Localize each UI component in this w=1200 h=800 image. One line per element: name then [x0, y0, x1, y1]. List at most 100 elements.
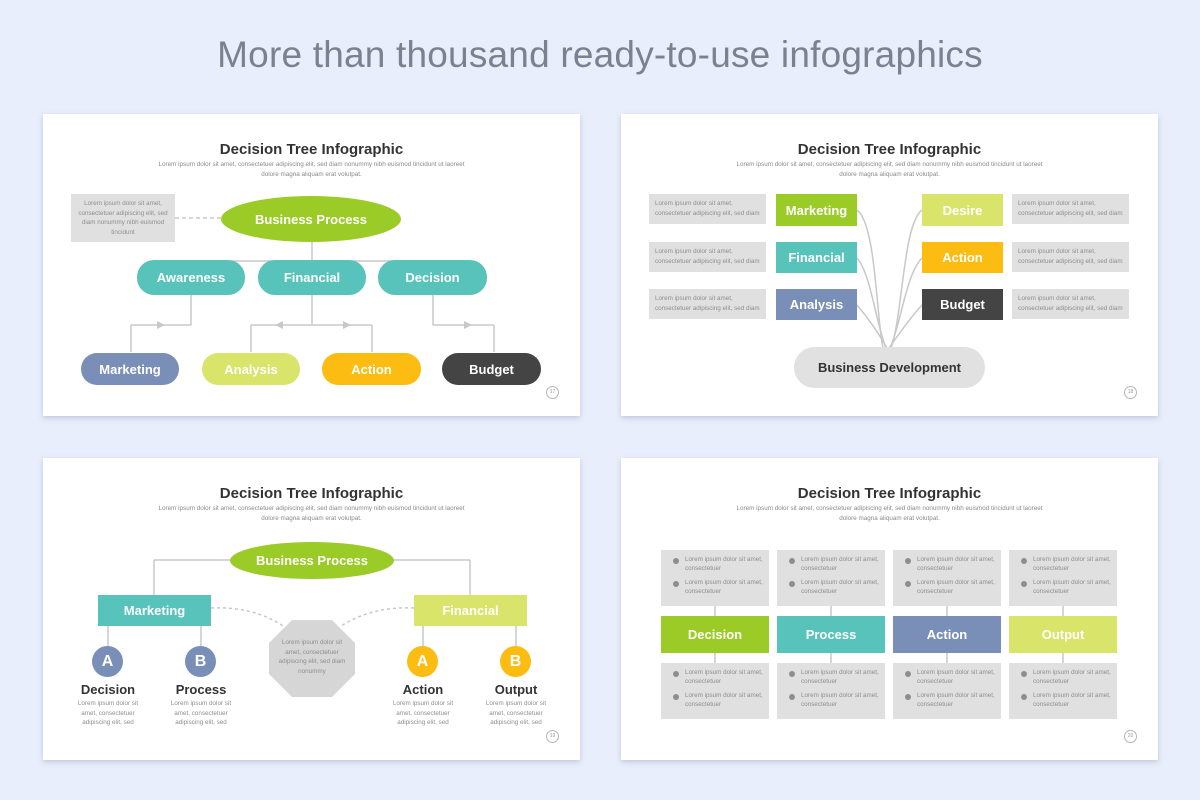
bullet-box-top: Lorem ipsum dolor sit amet, consectetuer…	[893, 550, 1001, 606]
bullet-dot-icon	[905, 671, 911, 677]
bullet-dot-icon	[905, 558, 911, 564]
bullet-box-top: Lorem ipsum dolor sit amet, consectetuer…	[1009, 550, 1117, 606]
connector-curves	[856, 209, 923, 349]
bullet-item: Lorem ipsum dolor sit amet, consectetuer	[789, 579, 885, 596]
node-business-development[interactable]: Business Development	[794, 347, 985, 388]
bullet-item: Lorem ipsum dolor sit amet, consectetuer	[673, 669, 769, 686]
bullet-dot-icon	[673, 671, 679, 677]
bullet-dot-icon	[905, 581, 911, 587]
bullet-dot-icon	[789, 581, 795, 587]
node-business-process[interactable]: Business Process	[230, 542, 394, 579]
node-action[interactable]: Action	[322, 353, 421, 385]
connector-lines	[107, 559, 517, 697]
badge-a: A	[92, 646, 123, 677]
bullet-item: Lorem ipsum dolor sit amet, consectetuer	[789, 692, 885, 709]
bullet-dot-icon	[1021, 694, 1027, 700]
bullet-box-bottom: Lorem ipsum dolor sit amet, consectetuer…	[893, 663, 1001, 719]
node-decision[interactable]: Decision	[378, 260, 487, 295]
bullet-item: Lorem ipsum dolor sit amet, consectetuer	[905, 669, 1001, 686]
bullet-item: Lorem ipsum dolor sit amet, consectetuer	[905, 692, 1001, 709]
node-awareness[interactable]: Awareness	[137, 260, 245, 295]
slide-decision-tree-4[interactable]: Decision Tree Infographic Lorem ipsum do…	[621, 458, 1158, 760]
leaf-text: Lorem ipsum dolor sit amet, consectetuer…	[170, 700, 232, 726]
node-budget[interactable]: Budget	[922, 289, 1003, 320]
bullet-item: Lorem ipsum dolor sit amet, consectetuer	[905, 579, 1001, 596]
node-business-process[interactable]: Business Process	[221, 196, 401, 242]
text-box: Lorem ipsum dolor sit amet, consectetuer…	[1012, 242, 1129, 272]
slide-title: Decision Tree Infographic	[219, 141, 404, 158]
slide-number: 17	[546, 386, 559, 399]
bullet-box-top: Lorem ipsum dolor sit amet, consectetuer…	[661, 550, 769, 606]
bullet-box-bottom: Lorem ipsum dolor sit amet, consectetuer…	[661, 663, 769, 719]
center-octagon	[269, 620, 355, 697]
bullet-dot-icon	[673, 694, 679, 700]
node-decision[interactable]: Decision	[661, 616, 769, 653]
note-box: Lorem ipsum dolor sit amet, consectetuer…	[71, 194, 175, 242]
node-marketing[interactable]: Marketing	[776, 194, 857, 226]
slide-number: 18	[1124, 386, 1137, 399]
bullet-item: Lorem ipsum dolor sit amet, consectetuer	[673, 556, 769, 573]
slide-subtitle: Lorem ipsum dolor sit amet, consectetuer…	[736, 161, 1043, 178]
node-budget[interactable]: Budget	[442, 353, 541, 385]
node-analysis[interactable]: Analysis	[202, 353, 300, 385]
text-box: Lorem ipsum dolor sit amet, consectetuer…	[649, 194, 766, 224]
node-marketing[interactable]: Marketing	[98, 595, 211, 626]
node-desire[interactable]: Desire	[922, 194, 1003, 226]
bullet-item: Lorem ipsum dolor sit amet, consectetuer	[673, 692, 769, 709]
bullet-item: Lorem ipsum dolor sit amet, consectetuer	[905, 556, 1001, 573]
bullet-item: Lorem ipsum dolor sit amet, consectetuer	[789, 669, 885, 686]
bullet-dot-icon	[789, 558, 795, 564]
center-text: Lorem ipsum dolor sit amet, consectetuer…	[278, 639, 346, 675]
slide-number: 19	[546, 730, 559, 743]
leaf-text: Lorem ipsum dolor sit amet, consectetuer…	[485, 700, 547, 726]
bullet-dot-icon	[673, 581, 679, 587]
bullet-dot-icon	[1021, 558, 1027, 564]
node-financial[interactable]: Financial	[258, 260, 366, 295]
leaf-label-action: Action	[402, 682, 444, 697]
leaf-label-output: Output	[494, 682, 538, 697]
bullet-item: Lorem ipsum dolor sit amet, consectetuer	[1021, 579, 1117, 596]
slide-subtitle: Lorem ipsum dolor sit amet, consectetuer…	[736, 505, 1043, 522]
text-box: Lorem ipsum dolor sit amet, consectetuer…	[649, 289, 766, 319]
node-financial[interactable]: Financial	[776, 242, 857, 273]
text-box: Lorem ipsum dolor sit amet, consectetuer…	[1012, 289, 1129, 319]
badge-a: A	[407, 646, 438, 677]
slide-title: Decision Tree Infographic	[797, 141, 982, 158]
slide-subtitle: Lorem ipsum dolor sit amet, consectetuer…	[158, 505, 465, 522]
slide-decision-tree-1[interactable]: Decision Tree Infographic Lorem ipsum do…	[43, 114, 580, 416]
bullet-item: Lorem ipsum dolor sit amet, consectetuer	[1021, 669, 1117, 686]
slide-decision-tree-3[interactable]: Decision Tree Infographic Lorem ipsum do…	[43, 458, 580, 760]
bullet-item: Lorem ipsum dolor sit amet, consectetuer	[1021, 692, 1117, 709]
bullet-item: Lorem ipsum dolor sit amet, consectetuer	[1021, 556, 1117, 573]
node-output[interactable]: Output	[1009, 616, 1117, 653]
badge-b: B	[500, 646, 531, 677]
text-box: Lorem ipsum dolor sit amet, consectetuer…	[649, 242, 766, 272]
node-process[interactable]: Process	[777, 616, 885, 653]
node-action[interactable]: Action	[922, 242, 1003, 273]
slide-number: 20	[1124, 730, 1137, 743]
slide-decision-tree-2[interactable]: Decision Tree Infographic Lorem ipsum do…	[621, 114, 1158, 416]
slide-subtitle: Lorem ipsum dolor sit amet, consectetuer…	[158, 161, 465, 178]
node-analysis[interactable]: Analysis	[776, 289, 857, 320]
bullet-dot-icon	[905, 694, 911, 700]
bullet-dot-icon	[673, 558, 679, 564]
bullet-item: Lorem ipsum dolor sit amet, consectetuer	[673, 579, 769, 596]
text-box: Lorem ipsum dolor sit amet, consectetuer…	[1012, 194, 1129, 224]
slide-title: Decision Tree Infographic	[219, 485, 404, 502]
slide-title: Decision Tree Infographic	[797, 485, 982, 502]
bullet-dot-icon	[789, 671, 795, 677]
leaf-text: Lorem ipsum dolor sit amet, consectetuer…	[392, 700, 454, 726]
leaf-text: Lorem ipsum dolor sit amet, consectetuer…	[77, 700, 139, 726]
bullet-box-bottom: Lorem ipsum dolor sit amet, consectetuer…	[1009, 663, 1117, 719]
node-financial[interactable]: Financial	[414, 595, 527, 626]
node-action[interactable]: Action	[893, 616, 1001, 653]
bullet-box-bottom: Lorem ipsum dolor sit amet, consectetuer…	[777, 663, 885, 719]
page-headline: More than thousand ready-to-use infograp…	[217, 34, 983, 75]
bullet-dot-icon	[1021, 671, 1027, 677]
bullet-dot-icon	[789, 694, 795, 700]
node-marketing[interactable]: Marketing	[81, 353, 179, 385]
bullet-dot-icon	[1021, 581, 1027, 587]
bullet-box-top: Lorem ipsum dolor sit amet, consectetuer…	[777, 550, 885, 606]
leaf-label-process: Process	[175, 682, 227, 697]
badge-b: B	[185, 646, 216, 677]
